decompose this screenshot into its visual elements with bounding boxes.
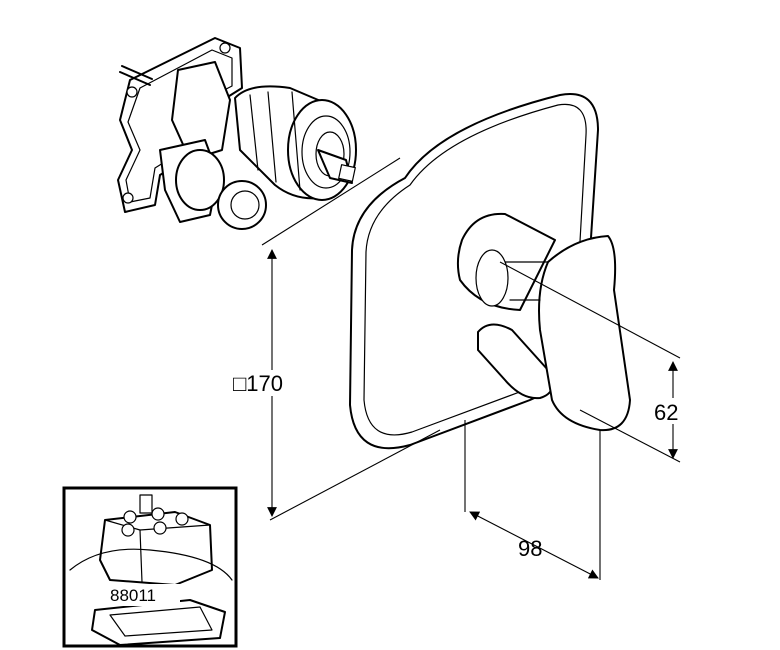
inset-box: 88011 <box>62 486 238 648</box>
lever-handle <box>456 212 631 432</box>
rough-in-valve-body <box>117 37 357 230</box>
dimension-projection: 98 <box>464 420 601 580</box>
dimension-label-98: 98 <box>518 536 542 561</box>
dimension-plate-size: □170 <box>232 157 441 521</box>
dimension-handle-height: 62 <box>499 261 692 463</box>
dimension-label-170: □170 <box>233 371 283 396</box>
dimension-label-62: 62 <box>654 400 678 425</box>
inset-part-number: 88011 <box>110 586 156 605</box>
